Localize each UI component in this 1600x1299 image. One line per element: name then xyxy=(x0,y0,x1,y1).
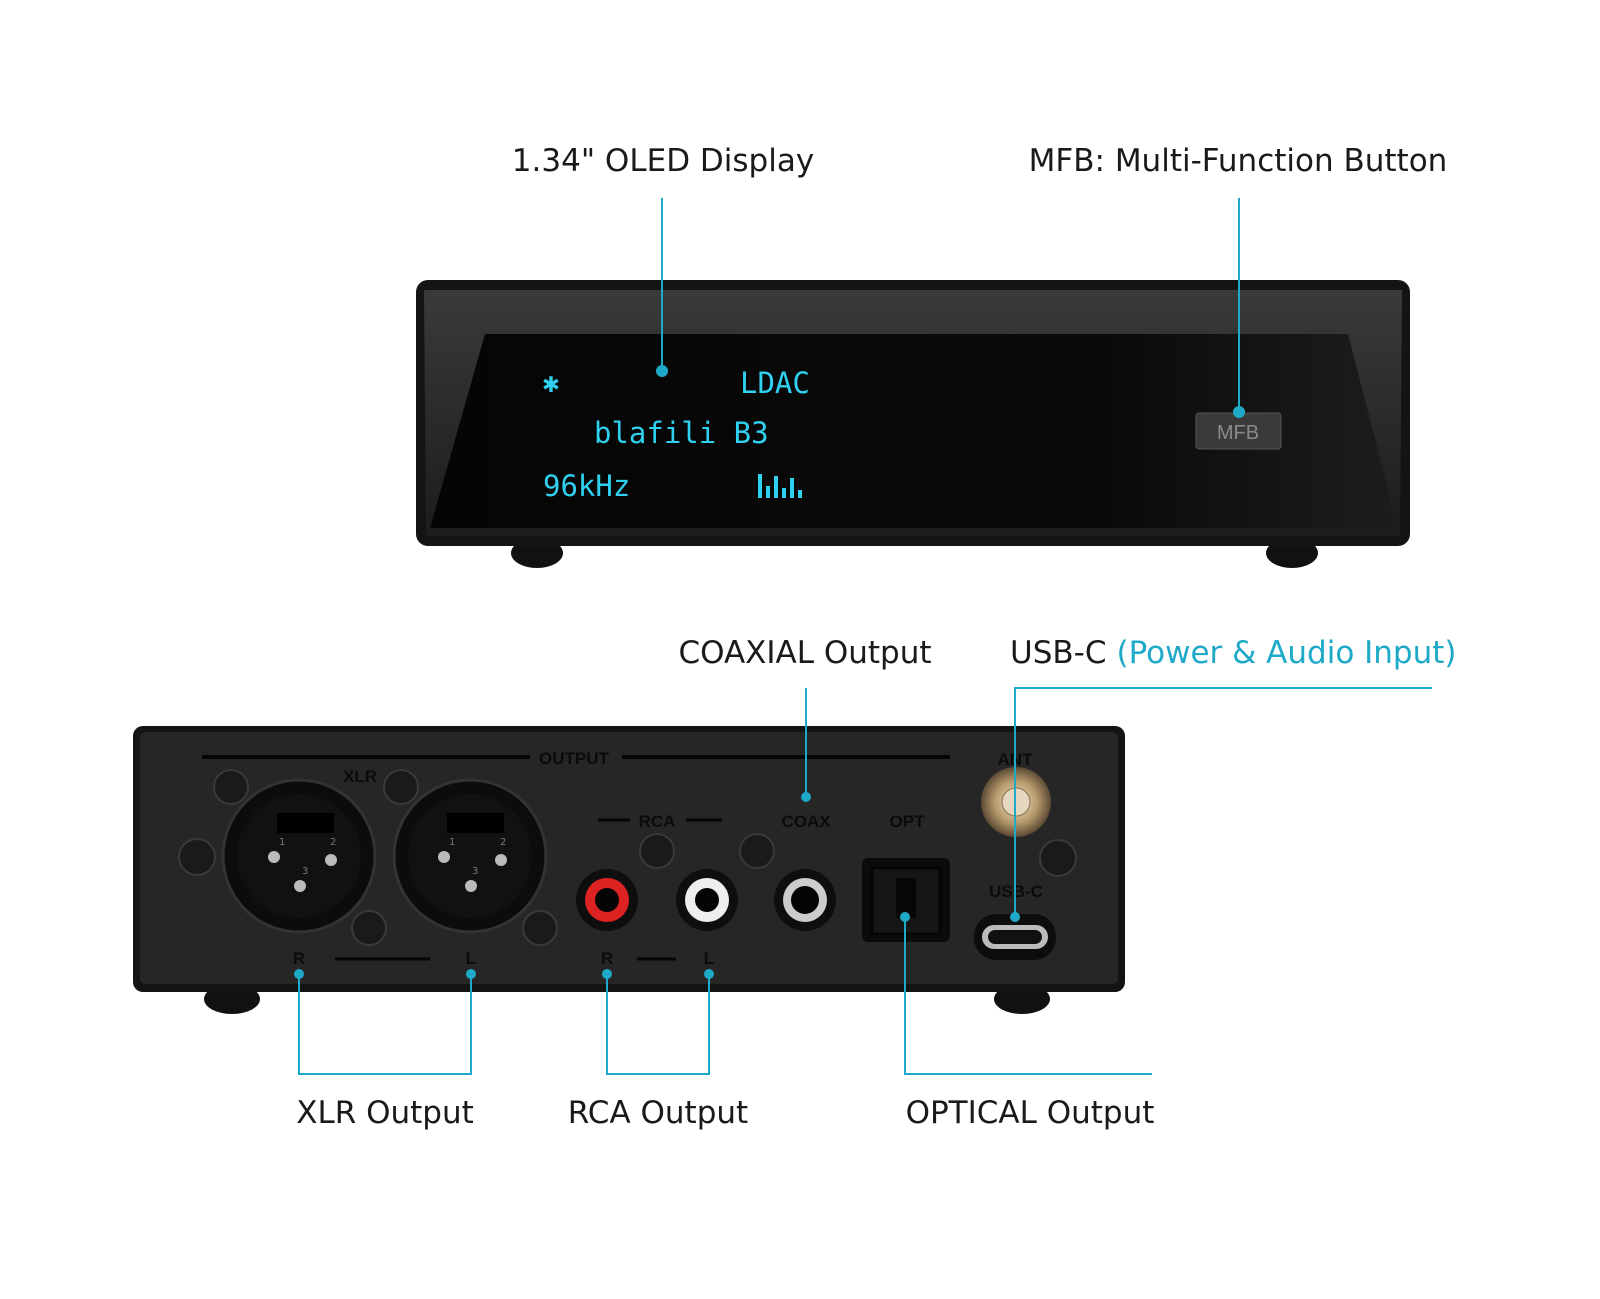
output-label: OUTPUT xyxy=(539,749,610,768)
screws xyxy=(178,769,1077,946)
pin-label: 1 xyxy=(279,837,285,848)
rca-jack-l[interactable] xyxy=(676,869,738,931)
xlr-panel-label: XLR xyxy=(343,767,377,786)
optical-port[interactable] xyxy=(862,858,950,942)
xlr-l-label: L xyxy=(466,949,476,968)
rca-l-label: L xyxy=(704,949,714,968)
rca-panel-label: RCA xyxy=(639,812,676,831)
sample-rate-text: 96kHz xyxy=(543,469,630,503)
pin-label: 2 xyxy=(500,837,506,848)
xlr-r-label: R xyxy=(293,949,305,968)
codec-text: LDAC xyxy=(740,366,810,400)
pin-label: 3 xyxy=(302,866,308,877)
mfb-button-label: MFB xyxy=(1217,422,1259,444)
xlr-output-label: XLR Output xyxy=(296,1095,474,1131)
signal-bars-icon xyxy=(758,474,802,498)
top-leaders xyxy=(656,198,1245,418)
coaxial-label: COAXIAL Output xyxy=(678,635,931,671)
usbc-port[interactable] xyxy=(974,914,1056,960)
rear-leaders xyxy=(298,687,1432,1075)
front-unit: ✱ LDAC blafili B3 96kHz MFB xyxy=(416,280,1410,568)
usbc-label: USB-C(Power & Audio Input) xyxy=(1010,635,1457,671)
optical-output-label: OPTICAL Output xyxy=(906,1095,1155,1131)
leader-dots xyxy=(294,792,1020,979)
pin-label: 3 xyxy=(472,866,478,877)
mfb-label: MFB: Multi-Function Button xyxy=(1029,143,1448,179)
oled-display-label: 1.34" OLED Display xyxy=(512,143,814,179)
rca-jack-r[interactable] xyxy=(576,869,638,931)
xlr-connector-r[interactable]: 1 2 3 xyxy=(221,778,377,934)
pin-label: 2 xyxy=(330,837,336,848)
rca-output-label: RCA Output xyxy=(568,1095,748,1131)
coax-panel-label: COAX xyxy=(781,812,831,831)
oled-screen xyxy=(430,334,1398,528)
opt-panel-label: OPT xyxy=(890,812,926,831)
xlr-connector-l[interactable]: 1 2 3 xyxy=(392,778,548,934)
rear-unit: OUTPUT XLR 1 2 3 1 2 3 xyxy=(133,726,1125,1014)
device-name-text: blafili B3 xyxy=(594,416,769,450)
pin-label: 1 xyxy=(449,837,455,848)
coax-jack[interactable] xyxy=(774,869,836,931)
bluetooth-icon: ✱ xyxy=(543,366,560,399)
mfb-button[interactable]: MFB xyxy=(1195,412,1282,450)
rca-r-label: R xyxy=(601,949,613,968)
